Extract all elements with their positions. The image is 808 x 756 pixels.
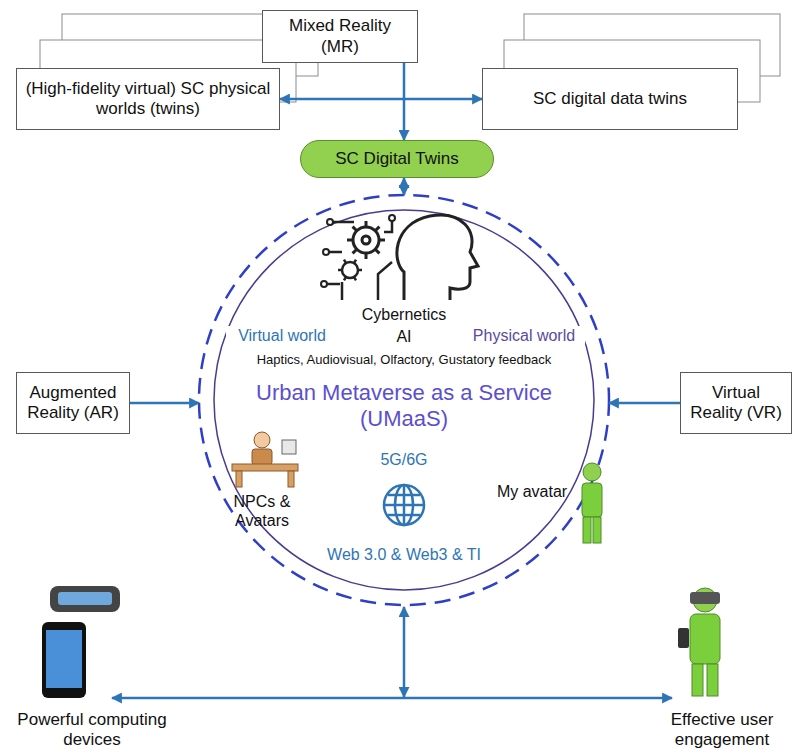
npc-desk-icon	[254, 432, 270, 448]
circle-text: Cybernetics	[344, 305, 464, 324]
cybernetics-icon	[353, 249, 357, 253]
cybernetics-icon	[354, 260, 356, 263]
umaas-circle: Virtual world Physical world CyberneticsAI…	[199, 195, 609, 605]
user-figure	[707, 664, 718, 696]
box-text: SC digital data twins	[527, 89, 693, 109]
connector-arrow	[280, 98, 482, 101]
npc-desk-icon	[232, 464, 298, 471]
circle-text: 5G/6G	[364, 450, 444, 469]
cybernetics-icon	[358, 269, 362, 272]
circle-outline	[199, 195, 609, 605]
cybernetics-icon	[347, 221, 385, 259]
connector-arrow	[609, 402, 680, 405]
cybernetics-icon	[365, 221, 368, 227]
circle-text: My avatar	[490, 482, 574, 501]
cybernetics-icon	[347, 239, 353, 242]
ar-box: Augmented Reality (AR)	[16, 372, 130, 434]
avatar-icon	[593, 517, 601, 543]
headset-icon	[50, 586, 120, 612]
phone-icon	[46, 630, 82, 688]
circle-text: Physical world	[463, 326, 585, 345]
mixed-reality-box: Mixed Reality (MR)	[262, 10, 418, 63]
bottom-arrows	[403, 607, 406, 697]
cybernetics-icon	[338, 269, 342, 272]
user-figure	[690, 592, 720, 604]
circle-text: AI	[374, 327, 434, 346]
caption-label: Powerful computing devices	[7, 710, 177, 751]
user-figure	[678, 588, 720, 696]
cybernetics-icon	[353, 227, 357, 231]
cybernetics-icon	[323, 249, 329, 255]
bottom-arrows	[112, 697, 672, 700]
circle-text: Web 3.0 & Web3 & TI	[304, 545, 504, 564]
npc-desk-icon	[288, 471, 294, 487]
cybernetics-icon	[338, 260, 362, 281]
box-text: SC Digital Twins	[329, 149, 464, 169]
avatar-icon	[582, 483, 602, 517]
cybernetics-icon	[397, 215, 478, 300]
headset-icon	[58, 592, 112, 605]
npc-desk-icon	[236, 471, 242, 487]
cybernetics-icon	[344, 277, 346, 280]
box-text: Virtual Reality (VR)	[681, 383, 791, 424]
connector-arrow	[403, 178, 406, 195]
globe-icon	[384, 485, 424, 525]
globe-icon	[384, 485, 424, 525]
box-text: Mixed Reality (MR)	[263, 16, 417, 57]
npc-desk-icon	[252, 449, 272, 465]
phone-icon	[42, 622, 86, 698]
circle-text: Haptics, Audiovisual, Olfactory, Gustato…	[218, 352, 590, 368]
cybernetics-icon	[326, 220, 392, 300]
cybernetics-icon	[342, 262, 358, 278]
avatar-icon	[582, 463, 602, 543]
user-figure	[690, 614, 720, 664]
user-figure	[678, 628, 689, 648]
cybernetics-icon	[379, 239, 385, 242]
circle-text: Virtual world	[226, 326, 338, 345]
cybernetics-icon	[375, 227, 379, 231]
connector-arrow	[403, 63, 406, 140]
cybernetics-icon	[321, 281, 327, 287]
phone-icon	[42, 622, 86, 698]
cybernetics-icon	[389, 215, 395, 221]
physical-twin-box: (High-fidelity virtual) SC physical worl…	[16, 68, 280, 130]
digital-twins-pill: SC Digital Twins	[300, 140, 494, 178]
user-figure	[692, 664, 703, 696]
cybernetics-icon	[344, 260, 346, 263]
box-text: Augmented Reality (AR)	[17, 383, 129, 424]
vr-box: Virtual Reality (VR)	[680, 372, 792, 434]
cybernetics-icon	[353, 227, 379, 253]
headset-icon	[50, 586, 120, 612]
avatar-icon	[583, 517, 591, 543]
cybernetics-icon	[354, 277, 356, 280]
npc-desk-icon	[232, 432, 298, 487]
avatar-icon	[583, 463, 601, 481]
cybernetics-icon	[321, 215, 478, 300]
npc-desk-icon	[282, 440, 296, 454]
data-twin-box: SC digital data twins	[482, 68, 738, 130]
cybernetics-icon	[365, 253, 368, 259]
bottom-arrows	[112, 607, 672, 698]
circle-outline	[214, 210, 594, 590]
caption-label: Effective user engagement	[647, 710, 797, 751]
cybernetics-icon	[375, 249, 379, 253]
cybernetics-icon	[362, 236, 370, 244]
box-text: (High-fidelity virtual) SC physical worl…	[17, 79, 279, 120]
circle-text: NPCs & Avatars	[220, 492, 304, 530]
circle-text: Urban Metaverse as a Service (UMaaS)	[249, 380, 559, 433]
globe-icon	[384, 485, 424, 525]
circle-outline	[199, 195, 609, 605]
cybernetics-icon	[327, 219, 333, 225]
connector-arrow	[130, 402, 199, 405]
